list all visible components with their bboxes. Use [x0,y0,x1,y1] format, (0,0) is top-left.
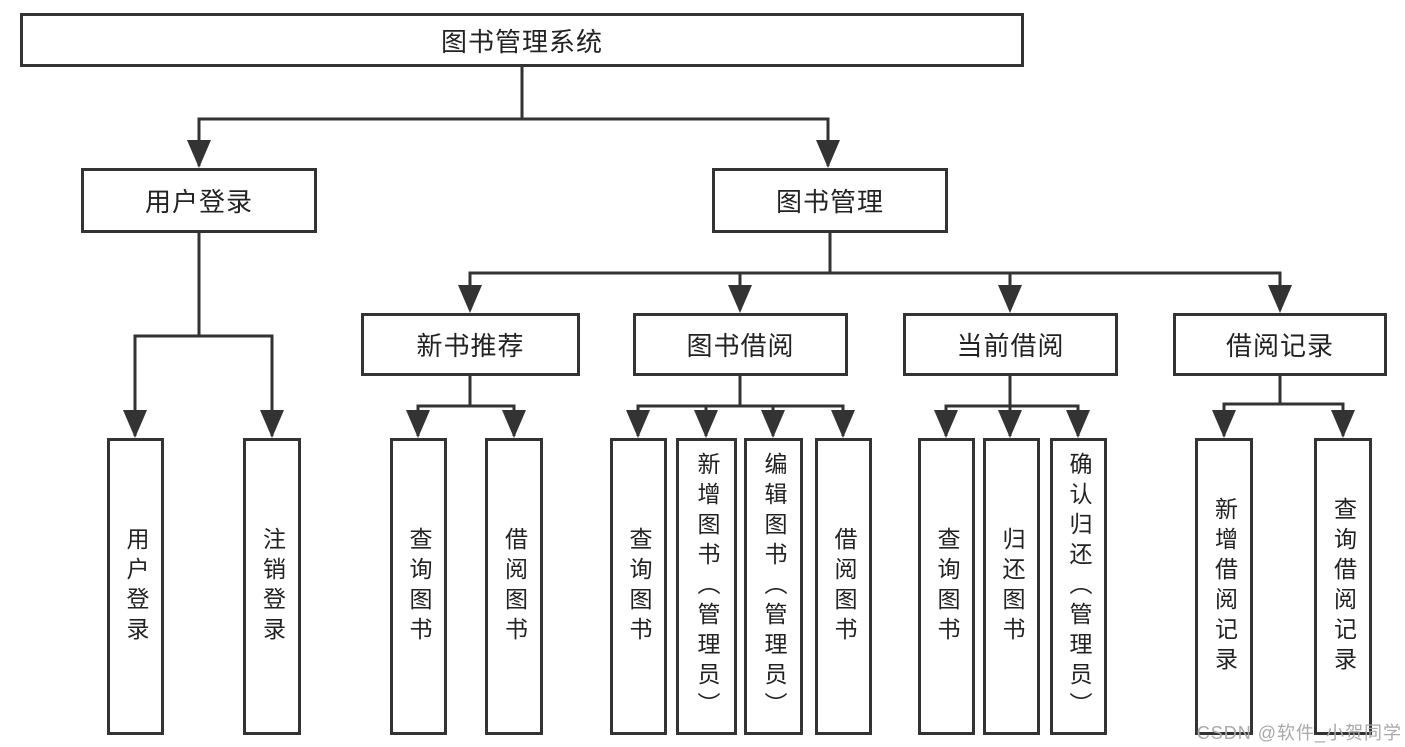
node-label: 归还图书 [999,526,1025,647]
node-label: 新增图书（管理员） [694,451,720,722]
node-library-system-root: 图书管理系统 [20,13,1024,67]
leaf-query-borrow-record: 查询借阅记录 [1314,438,1372,735]
connector-userlogin-group [123,233,284,438]
node-label: 新增借阅记录 [1211,496,1238,677]
node-label: 查询图书 [934,526,960,647]
leaf-add-borrow-record: 新增借阅记录 [1195,438,1253,735]
node-label: 查询图书 [626,526,652,647]
node-label: 当前借阅 [956,331,1065,361]
node-label: 新书推荐 [416,331,525,361]
node-label: 图书管理 [775,187,884,217]
node-label: 借阅图书 [501,526,528,647]
node-label: 借阅图书 [831,526,857,647]
connector-newbook-group [406,376,526,438]
node-user-login: 用户登录 [81,168,317,233]
node-label: 用户登录 [144,187,253,217]
node-book-management: 图书管理 [712,168,948,233]
connector-records-group [1212,376,1355,438]
leaf-return-book: 归还图书 [983,438,1040,735]
leaf-add-book-admin: 新增图书（管理员） [676,438,737,735]
node-label: 借阅记录 [1225,331,1334,361]
node-new-book-recommend: 新书推荐 [361,313,580,376]
connector-bookmgmt-to-level3 [458,233,1292,313]
leaf-query-book-recommend: 查询图书 [390,438,447,735]
node-book-borrow: 图书借阅 [633,313,848,376]
node-label: 编辑图书（管理员） [761,451,787,722]
leaf-borrow-book: 借阅图书 [815,438,872,735]
node-label: 用户登录 [123,526,149,647]
leaf-user-login: 用户登录 [107,438,164,735]
leaf-borrow-book-recommend: 借阅图书 [485,438,543,735]
leaf-query-book-borrow: 查询图书 [610,438,667,735]
leaf-query-book-current: 查询图书 [918,438,975,735]
leaf-confirm-return-admin: 确认归还（管理员） [1050,438,1107,735]
node-label: 查询借阅记录 [1330,496,1357,677]
leaf-edit-book-admin: 编辑图书（管理员） [744,438,803,735]
node-label: 图书借阅 [686,331,795,361]
connector-root-to-level2 [187,67,840,168]
node-current-borrow: 当前借阅 [903,313,1118,376]
leaf-logout: 注销登录 [243,438,301,735]
connector-currentborrow-group [934,376,1090,438]
node-borrow-records: 借阅记录 [1173,313,1387,376]
node-label: 查询图书 [406,526,432,647]
node-label: 图书管理系统 [440,26,603,57]
node-label: 注销登录 [259,526,286,647]
node-label: 确认归还（管理员） [1066,451,1092,722]
connector-bookborrow-group [626,376,855,438]
csdn-watermark: CSDN @软件_小贺同学 [1196,723,1402,743]
